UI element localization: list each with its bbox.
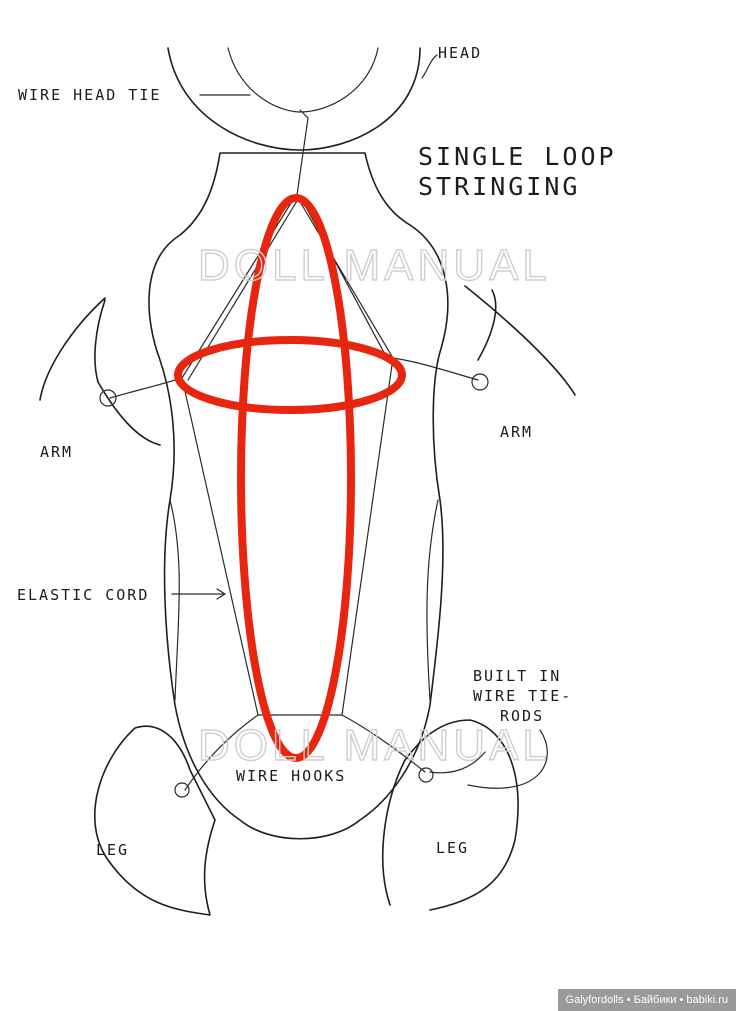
wire-head-tie [296,109,309,196]
left-arm-outline [39,297,161,446]
highlight-vertical-loop [237,194,355,762]
label-elastic-cord: ELASTIC CORD [17,586,149,604]
watermark-bottom: DOLL MANUAL [198,721,551,770]
hook-left-arm [99,389,117,407]
arm-wire-left [109,377,183,399]
hook-right-leg [418,767,434,783]
label-built-in-line-3: RODS [500,707,544,725]
label-leg-right: LEG [436,839,469,857]
watermark-top: DOLL MANUAL [198,241,551,290]
arm-wire-right [392,357,479,381]
leg-wire-left [184,714,259,791]
leg-wire-right [341,714,426,773]
right-leg-outline [382,719,519,911]
left-leg-outline [94,725,216,916]
torso-outline [148,152,449,840]
hook-left-leg [174,782,190,798]
torso-seam-right [426,499,439,701]
label-arm-right: ARM [500,423,533,441]
label-wire-head-tie: WIRE HEAD TIE [18,86,161,104]
torso-seam-left [169,499,180,701]
highlight-horizontal-loop [174,336,406,414]
head-outline [167,47,421,151]
label-wire-hooks: WIRE HOOKS [236,767,346,785]
label-built-in-line-2: WIRE TIE- [473,687,572,705]
leader-built-in [467,729,548,789]
title-line-2: STRINGING [418,172,580,201]
head-inner-curve [227,47,379,113]
label-leg-left: LEG [96,841,129,859]
right-arm-outline [464,285,576,396]
leader-head [421,54,438,79]
credit-bar: Galyfordolls • Байбики • babiki.ru [557,989,736,1011]
leader-elastic-cord [171,588,227,600]
tie-rod-right [429,751,486,774]
title-line-1: SINGLE LOOP [418,142,617,171]
hook-right-arm [471,373,489,391]
label-built-in-line-1: BUILT IN [473,667,561,685]
label-arm-left: ARM [40,443,73,461]
label-head: HEAD [438,44,482,62]
